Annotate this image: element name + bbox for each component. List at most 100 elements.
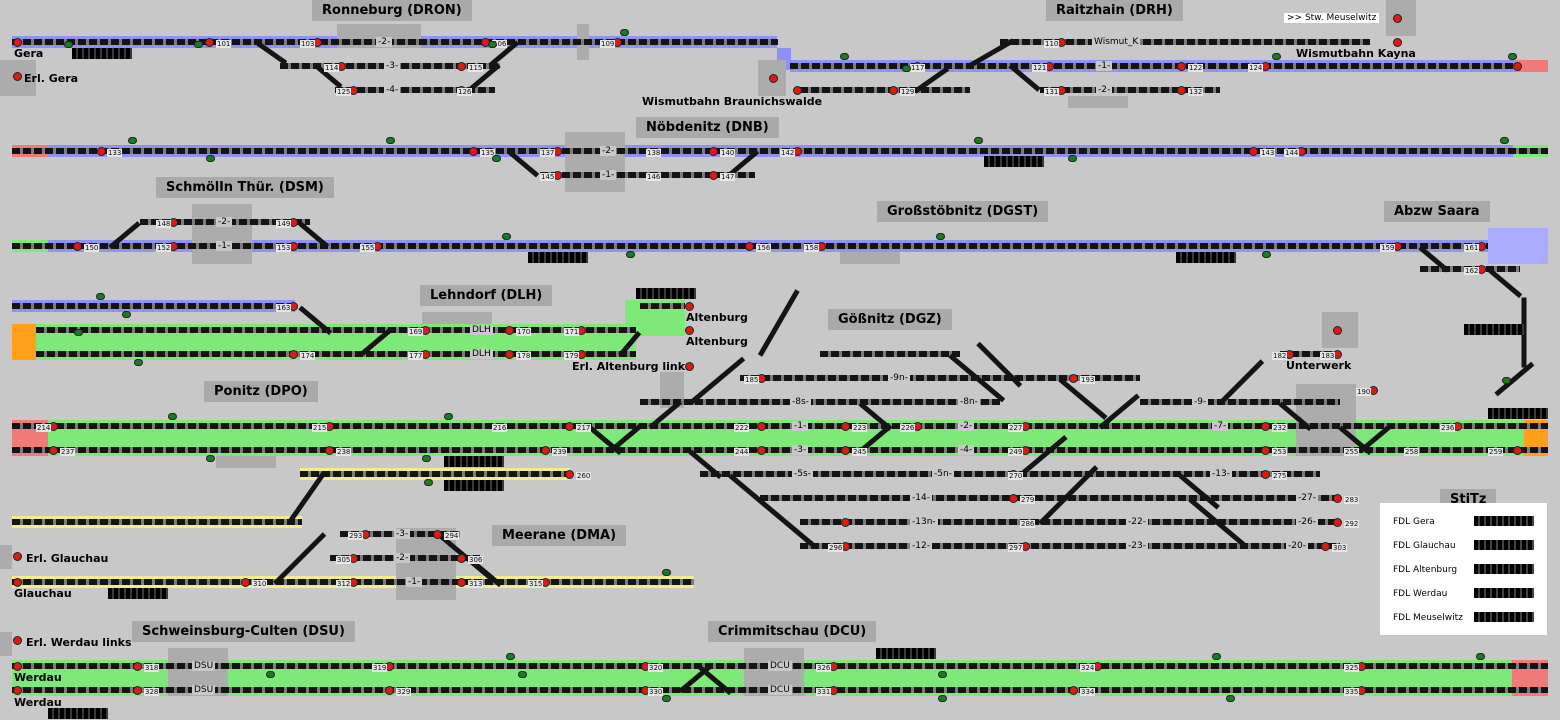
shunt-signal-icon[interactable]: [194, 41, 203, 48]
button-stw-meuselwitz[interactable]: >> Stw. Meuselwitz: [1284, 13, 1380, 23]
shunt-signal-icon[interactable]: [64, 41, 73, 48]
signal-icon[interactable]: [709, 147, 718, 156]
shunt-signal-icon[interactable]: [662, 695, 671, 702]
signal-icon[interactable]: [769, 74, 778, 83]
shunt-signal-icon[interactable]: [1212, 653, 1221, 660]
signal-icon[interactable]: [505, 326, 514, 335]
shunt-signal-icon[interactable]: [266, 671, 275, 678]
shunt-signal-icon[interactable]: [1500, 137, 1509, 144]
signal-icon[interactable]: [685, 326, 694, 335]
signal-icon[interactable]: [13, 636, 22, 645]
shunt-signal-icon[interactable]: [662, 569, 671, 576]
signal-icon[interactable]: [745, 242, 754, 251]
shunt-signal-icon[interactable]: [444, 413, 453, 420]
shunt-signal-icon[interactable]: [488, 41, 497, 48]
shunt-signal-icon[interactable]: [938, 671, 947, 678]
shunt-signal-icon[interactable]: [1226, 695, 1235, 702]
track-dgz-8s[interactable]: [640, 399, 1000, 405]
signal-icon[interactable]: [13, 686, 22, 695]
signal-icon[interactable]: [13, 578, 22, 587]
shunt-signal-icon[interactable]: [1508, 53, 1517, 60]
signal-icon[interactable]: [757, 422, 766, 431]
signal-icon[interactable]: [325, 446, 334, 455]
station-title-noebdenitz[interactable]: Nöbdenitz (DNB): [636, 117, 779, 138]
signal-icon[interactable]: [1333, 326, 1342, 335]
signal-icon[interactable]: [1261, 470, 1270, 479]
legend-indicator-fdl-glauchau[interactable]: [1474, 540, 1534, 550]
signal-icon[interactable]: [457, 554, 466, 563]
shunt-signal-icon[interactable]: [422, 455, 431, 462]
shunt-signal-icon[interactable]: [502, 233, 511, 240]
shunt-signal-icon[interactable]: [902, 65, 911, 72]
track-dgz-9[interactable]: [1140, 399, 1340, 405]
signal-icon[interactable]: [841, 422, 850, 431]
signal-icon[interactable]: [1333, 494, 1342, 503]
station-title-ponitz[interactable]: Ponitz (DPO): [204, 381, 318, 402]
shunt-signal-icon[interactable]: [206, 455, 215, 462]
shunt-signal-icon[interactable]: [1068, 155, 1077, 162]
track-main-goessnitz-2[interactable]: [12, 447, 1548, 453]
signal-icon[interactable]: [1513, 446, 1522, 455]
track-lehndorf-2[interactable]: [36, 351, 636, 357]
signal-icon[interactable]: [1249, 147, 1258, 156]
shunt-signal-icon[interactable]: [1272, 53, 1281, 60]
track-dgz-14[interactable]: [760, 495, 1340, 501]
shunt-signal-icon[interactable]: [492, 155, 501, 162]
signal-icon[interactable]: [433, 530, 442, 539]
signal-icon[interactable]: [1177, 62, 1186, 71]
signal-icon[interactable]: [13, 552, 22, 561]
signal-icon[interactable]: [289, 350, 298, 359]
signal-icon[interactable]: [1393, 38, 1402, 47]
shunt-signal-icon[interactable]: [128, 137, 137, 144]
signal-icon[interactable]: [13, 38, 22, 47]
track-switch[interactable]: [728, 473, 816, 549]
signal-icon[interactable]: [73, 242, 82, 251]
station-title-meerane[interactable]: Meerane (DMA): [492, 525, 627, 546]
shunt-signal-icon[interactable]: [974, 137, 983, 144]
track-main-raitzhain[interactable]: [790, 63, 1515, 69]
signal-icon[interactable]: [565, 470, 574, 479]
signal-icon[interactable]: [133, 686, 142, 695]
station-title-crimmitschau[interactable]: Crimmitschau (DCU): [708, 621, 877, 642]
shunt-signal-icon[interactable]: [938, 695, 947, 702]
shunt-signal-icon[interactable]: [96, 293, 105, 300]
shunt-signal-icon[interactable]: [936, 233, 945, 240]
signal-icon[interactable]: [565, 422, 574, 431]
shunt-signal-icon[interactable]: [168, 413, 177, 420]
station-title-grossstoebnitz[interactable]: Großstöbnitz (DGST): [877, 201, 1049, 222]
track-main-goessnitz-1[interactable]: [12, 423, 1548, 429]
signal-icon[interactable]: [457, 62, 466, 71]
signal-icon[interactable]: [1069, 686, 1078, 695]
legend-indicator-fdl-werdau[interactable]: [1474, 588, 1534, 598]
signal-icon[interactable]: [49, 446, 58, 455]
signal-icon[interactable]: [205, 38, 214, 47]
track-drh-2[interactable]: [1040, 87, 1220, 93]
track-dgz-12[interactable]: [800, 543, 1340, 549]
shunt-signal-icon[interactable]: [518, 671, 527, 678]
station-title-raitzhain[interactable]: Raitzhain (DRH): [1046, 0, 1183, 21]
track-dgz-13n[interactable]: [800, 519, 1340, 525]
signal-icon[interactable]: [13, 662, 22, 671]
signal-icon[interactable]: [709, 171, 718, 180]
signal-icon[interactable]: [1261, 422, 1270, 431]
shunt-signal-icon[interactable]: [122, 311, 131, 318]
station-title-ronneburg[interactable]: Ronneburg (DRON): [312, 0, 472, 21]
signal-icon[interactable]: [133, 662, 142, 671]
signal-icon[interactable]: [841, 446, 850, 455]
signal-icon[interactable]: [241, 578, 250, 587]
track-unterwerk[interactable]: [1280, 351, 1340, 357]
track-dron-4[interactable]: [335, 87, 495, 93]
signal-icon[interactable]: [1321, 542, 1330, 551]
shunt-signal-icon[interactable]: [1476, 653, 1485, 660]
track-switch[interactable]: [1488, 268, 1523, 299]
station-title-abzw-saara[interactable]: Abzw Saara: [1384, 201, 1490, 222]
track-altenburg-1[interactable]: [640, 303, 685, 309]
station-title-goessnitz[interactable]: Gößnitz (DGZ): [828, 309, 952, 330]
signal-icon[interactable]: [1333, 518, 1342, 527]
track-braunichswalde[interactable]: [800, 87, 970, 93]
track-dgz-9n[interactable]: [740, 375, 1140, 381]
shunt-signal-icon[interactable]: [506, 653, 515, 660]
signal-icon[interactable]: [385, 686, 394, 695]
shunt-signal-icon[interactable]: [74, 329, 83, 336]
signal-icon[interactable]: [469, 147, 478, 156]
